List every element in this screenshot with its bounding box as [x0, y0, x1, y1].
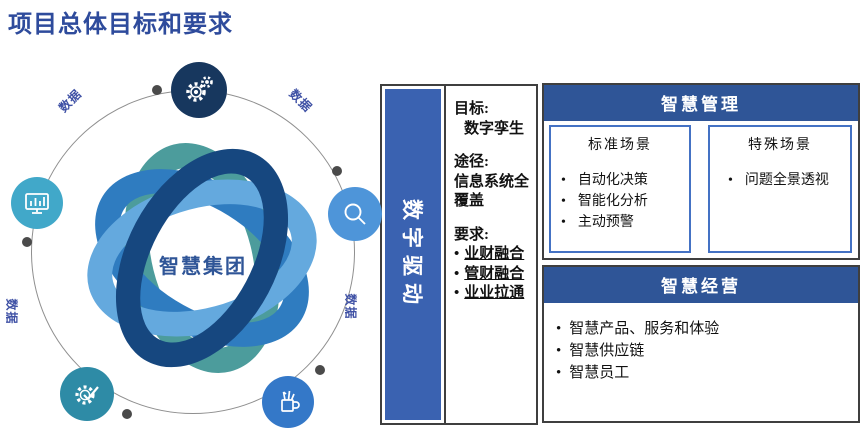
monitor-chart-icon: [22, 188, 52, 218]
node-gear-check: [60, 367, 114, 421]
smart-operation-body: 智慧产品、服务和体验 智慧供应链 智慧员工: [544, 303, 858, 384]
node-monitor: [11, 177, 63, 229]
req-item: 管财融合: [454, 265, 531, 285]
list-item: 智能化分析: [561, 191, 689, 212]
list-item: 自动化决策: [561, 170, 689, 191]
smart-management-body: 标准场景 自动化决策 智能化分析 主动预警 特殊场景 问题全景透视: [544, 121, 858, 259]
orbit-dot: [122, 409, 132, 419]
orbit-dot: [332, 166, 342, 176]
driver-bar-label: 数字驱动: [400, 198, 424, 311]
list-item: 主动预警: [561, 212, 689, 233]
special-scenario-title: 特殊场景: [748, 138, 812, 153]
orbit-label-data: 数据: [286, 86, 315, 116]
gear-check-icon: [71, 378, 103, 410]
smart-operation-list: 智慧产品、服务和体验 智慧供应链 智慧员工: [556, 319, 858, 384]
orbit-dot: [22, 237, 32, 247]
path-value: 信息系统全覆盖: [454, 173, 530, 210]
requirements-panel: 目标: 数字孪生 途径: 信息系统全覆盖 要求: 业财融合 管财融合 业业拉通: [446, 86, 536, 423]
pencil-cup-icon: [273, 387, 303, 417]
path-label: 途径:: [454, 154, 489, 170]
smart-management-title: 智慧管理: [544, 85, 858, 121]
standard-scenario-list: 自动化决策 智能化分析 主动预警: [561, 170, 689, 233]
node-pencil-cup: [262, 376, 314, 428]
driver-group: 数字驱动 目标: 数字孪生 途径: 信息系统全覆盖 要求: 业财融合 管财融合 …: [380, 84, 538, 425]
gears-icon: [182, 73, 216, 107]
smart-operation-title: 智慧经营: [544, 267, 858, 303]
req-item: 业财融合: [454, 245, 531, 265]
orbit-label-data: 数据: [343, 293, 358, 320]
orbit-dot: [315, 365, 325, 375]
search-icon: [340, 199, 370, 229]
goal-label: 目标:: [454, 101, 489, 117]
node-search: [328, 187, 382, 241]
standard-scenario-title: 标准场景: [588, 138, 652, 153]
req-label: 要求:: [454, 226, 489, 243]
list-item: 问题全景透视: [728, 170, 850, 191]
list-item: 智慧供应链: [556, 341, 858, 363]
orbit-label-data: 数据: [56, 86, 85, 116]
smart-management-box: 智慧管理 标准场景 自动化决策 智能化分析 主动预警 特殊场景 问题全景透视: [542, 83, 860, 260]
node-gears: [171, 62, 227, 118]
goal-value: 数字孪生: [464, 120, 525, 137]
req-item: 业业拉通: [454, 284, 531, 304]
smart-operation-box: 智慧经营 智慧产品、服务和体验 智慧供应链 智慧员工: [542, 265, 860, 423]
center-label: 智慧集团: [159, 256, 247, 278]
special-scenario-list: 问题全景透视: [728, 170, 850, 191]
list-item: 智慧产品、服务和体验: [556, 319, 858, 341]
orbit-dot: [152, 85, 162, 95]
driver-bar-fill: 数字驱动: [385, 89, 441, 420]
driver-bar: 数字驱动: [382, 86, 446, 423]
standard-scenario-box: 标准场景 自动化决策 智能化分析 主动预警: [549, 125, 691, 253]
page-title: 项目总体目标和要求: [8, 11, 233, 38]
orbit-label-data: 数据: [4, 298, 19, 325]
list-item: 智慧员工: [556, 363, 858, 385]
special-scenario-box: 特殊场景 问题全景透视: [708, 125, 852, 253]
